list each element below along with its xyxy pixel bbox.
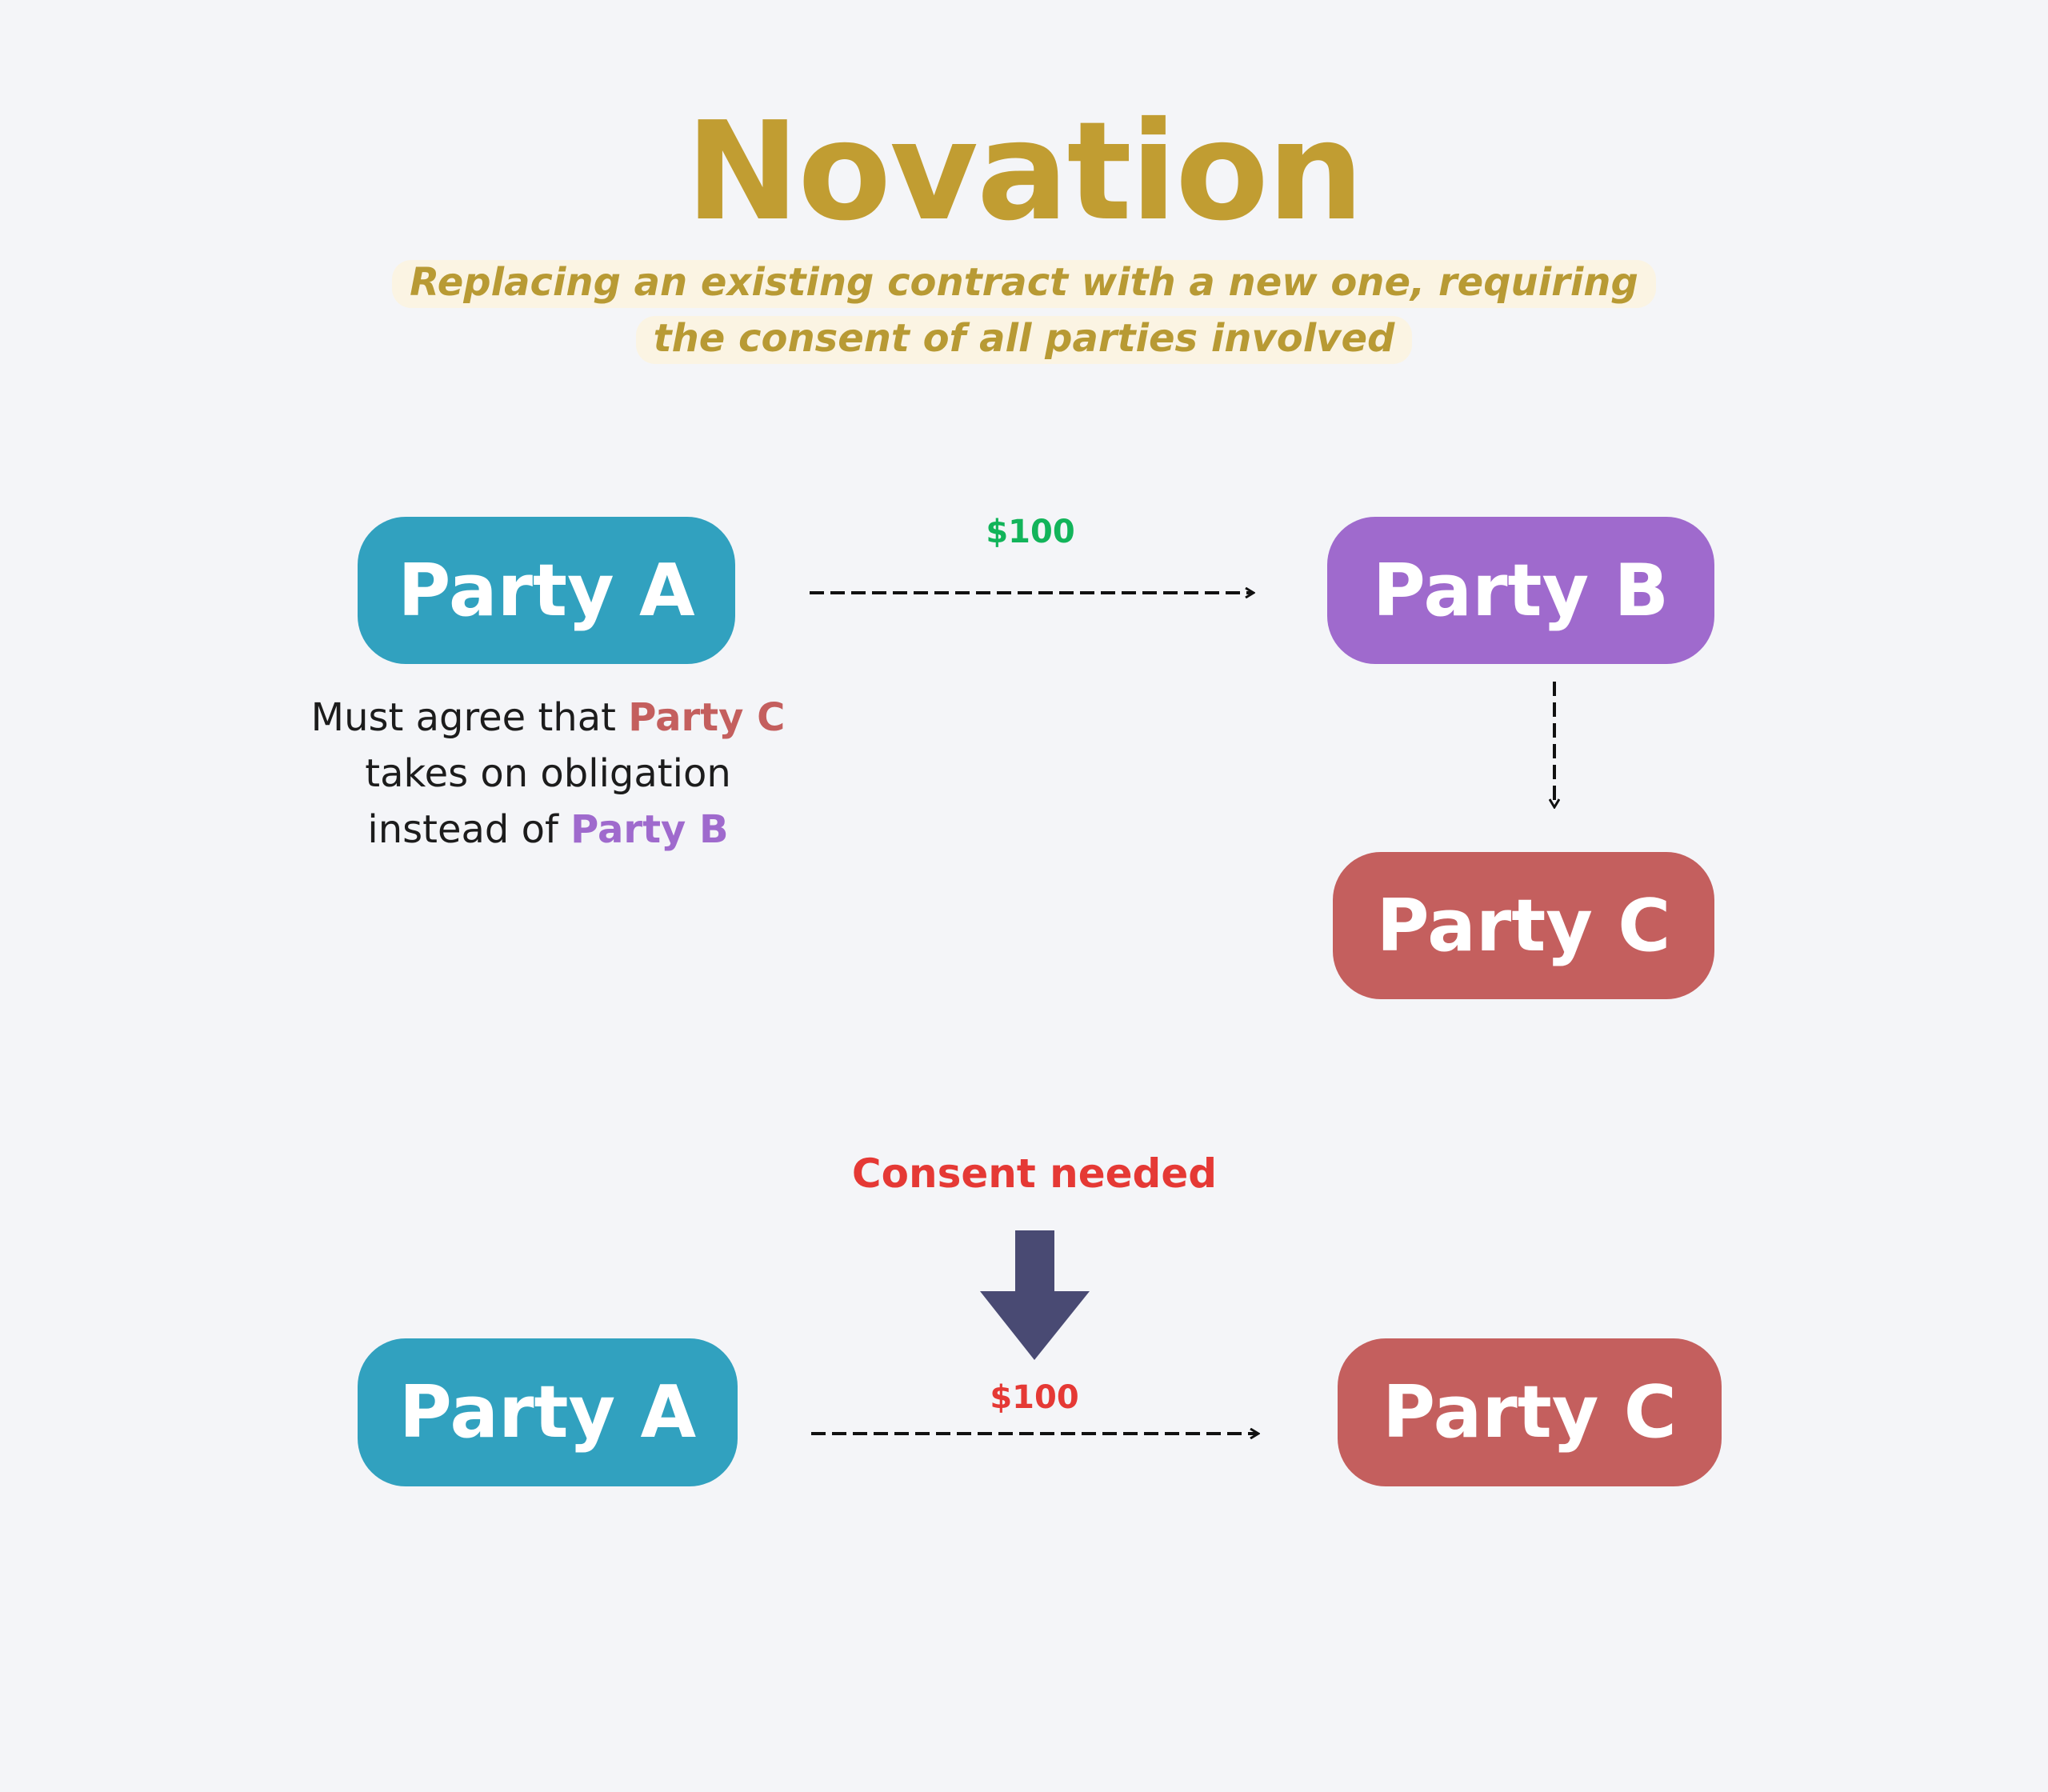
consent-needed-label: Consent needed	[851, 1150, 1218, 1197]
top-party-c-box: Party C	[1333, 852, 1714, 999]
note-part-1: Must agree that	[310, 695, 629, 740]
consent-down-arrow-icon	[980, 1230, 1090, 1360]
top-party-a-box: Party A	[358, 517, 735, 664]
top-party-a-label: Party A	[398, 548, 695, 633]
top-party-b-label: Party B	[1372, 548, 1670, 633]
subtitle: Replacing an existing contract with a ne…	[384, 254, 1664, 366]
note-party-c: Party C	[628, 695, 786, 740]
bottom-party-a-label: Party A	[398, 1370, 697, 1454]
bottom-party-c-label: Party C	[1382, 1370, 1677, 1454]
bottom-party-c-box: Party C	[1338, 1338, 1722, 1486]
note-party-b: Party B	[570, 807, 729, 852]
bottom-amount-label: $100	[990, 1379, 1079, 1416]
top-amount-label: $100	[986, 514, 1075, 550]
page-title: Novation	[686, 93, 1364, 251]
agreement-note: Must agree that Party C takes on obligat…	[308, 690, 788, 858]
note-part-2: takes on obligation instead of	[365, 751, 731, 852]
top-party-b-box: Party B	[1327, 517, 1714, 664]
bottom-party-a-box: Party A	[358, 1338, 738, 1486]
top-party-c-label: Party C	[1376, 883, 1671, 968]
